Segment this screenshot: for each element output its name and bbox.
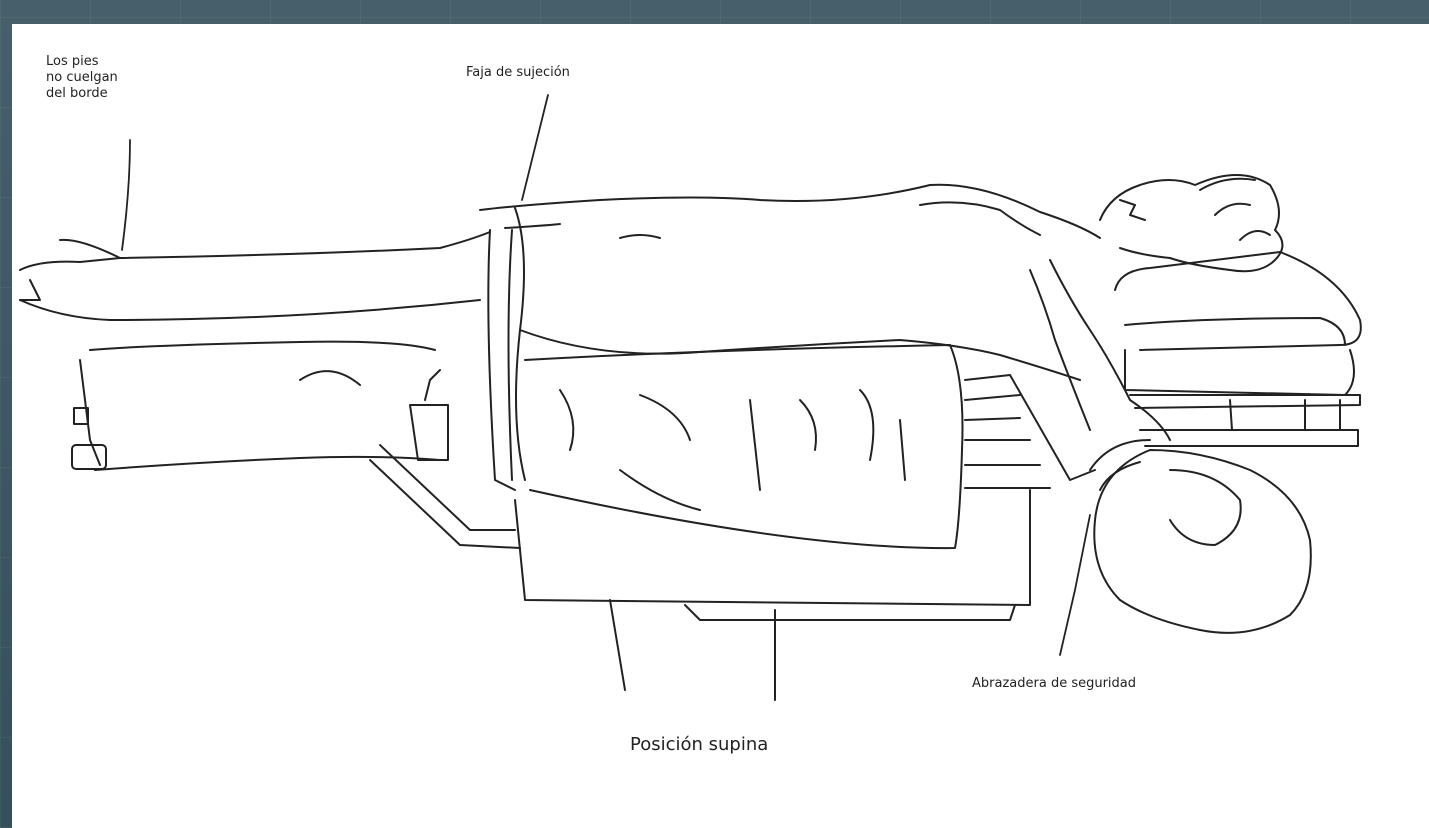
label-feet-not-hanging: Los pies no cuelgan del borde [46, 54, 118, 102]
leader-line-clamp [1060, 515, 1090, 655]
leader-line-feet [122, 140, 130, 250]
label-safety-clamp: Abrazadera de seguridad [972, 676, 1136, 692]
leader-line-strap [522, 95, 548, 200]
patient-legs [20, 232, 490, 470]
foot-supports [72, 360, 448, 469]
label-restraint-strap: Faja de sujeción [466, 65, 570, 81]
leader-lines [122, 95, 1090, 655]
operating-table [370, 375, 1360, 605]
head-pillow [1115, 252, 1361, 395]
safety-clamp [1090, 440, 1150, 490]
patient-head [1100, 175, 1283, 271]
table-pedestal [610, 600, 1015, 700]
drape [525, 345, 963, 548]
figure-caption: Posición supina [630, 734, 768, 755]
